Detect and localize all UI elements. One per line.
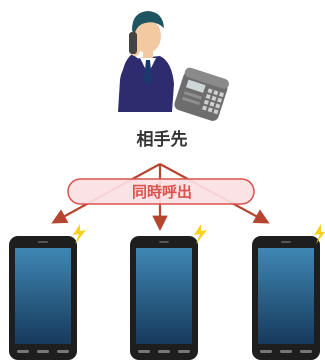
smartphone-center: [130, 224, 207, 360]
caller-person-icon: [118, 11, 174, 112]
call-banner: [67, 178, 255, 205]
smartphone-left: [9, 224, 86, 360]
ringing-spark-icon: [314, 224, 325, 244]
ringing-spark-icon: [194, 224, 207, 244]
simultaneous-call-label: 同時呼出: [131, 183, 192, 201]
caller-label: 相手先: [136, 130, 188, 150]
ringing-spark-icon: [73, 224, 86, 244]
smartphone-right: [252, 224, 325, 360]
desk-phone-icon: [174, 67, 229, 121]
